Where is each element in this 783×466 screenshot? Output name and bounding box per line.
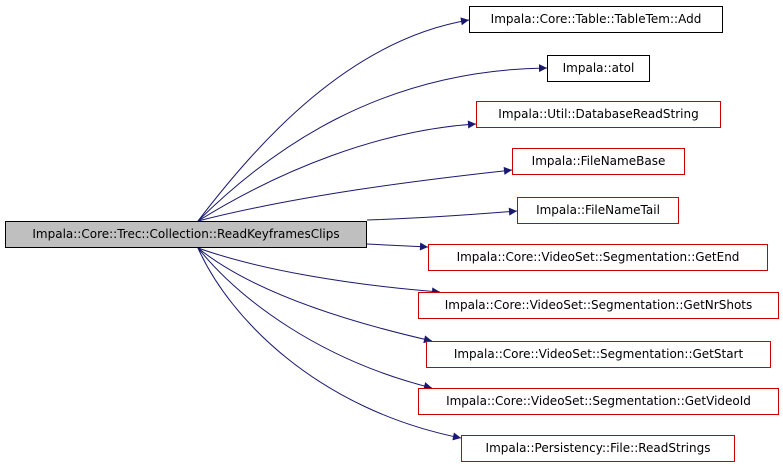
edge-to-get-nr-shots — [197, 247, 441, 296]
edge-to-database-read-string — [197, 120, 477, 222]
callee-node-read-strings[interactable]: Impala::Persistency::File::ReadStrings — [461, 435, 735, 462]
callee-node-get-end[interactable]: Impala::Core::VideoSet::Segmentation::Ge… — [428, 244, 768, 271]
callee-node-get-nr-shots[interactable]: Impala::Core::VideoSet::Segmentation::Ge… — [418, 292, 779, 319]
callee-node-atol[interactable]: Impala::atol — [547, 55, 650, 82]
callee-node-file-name-base[interactable]: Impala::FileNameBase — [512, 148, 685, 175]
edge-to-file-name-base — [197, 166, 513, 222]
edge-to-add — [197, 17, 470, 222]
callee-node-get-start[interactable]: Impala::Core::VideoSet::Segmentation::Ge… — [426, 341, 771, 368]
edge-to-read-strings — [197, 247, 462, 441]
edge-to-get-start — [197, 247, 433, 344]
edge-to-get-end — [366, 242, 429, 251]
callee-node-add[interactable]: Impala::Core::Table::TableTem::Add — [469, 6, 723, 33]
edge-to-atol — [197, 64, 548, 222]
source-node: Impala::Core::Trec::Collection::ReadKeyf… — [5, 221, 367, 248]
callee-node-get-video-id[interactable]: Impala::Core::VideoSet::Segmentation::Ge… — [418, 388, 779, 415]
callee-node-database-read-string[interactable]: Impala::Util::DatabaseReadString — [476, 101, 721, 128]
edge-to-file-name-tail — [366, 207, 518, 221]
callee-node-file-name-tail[interactable]: Impala::FileNameTail — [517, 197, 679, 224]
edge-to-get-video-id — [197, 247, 433, 390]
